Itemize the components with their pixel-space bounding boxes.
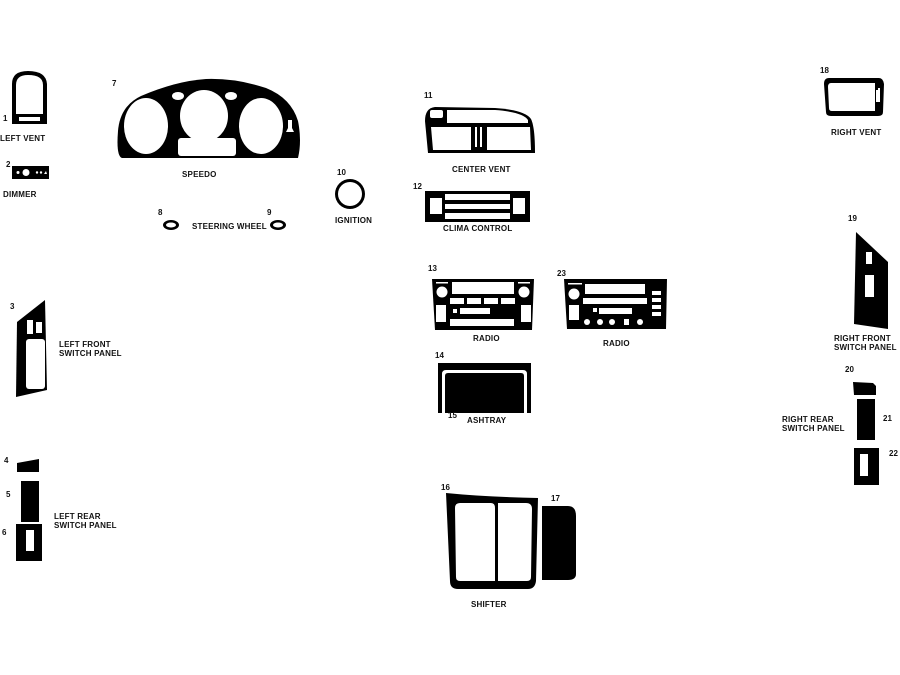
label-speedo: SPEEDO <box>182 170 217 179</box>
part-number-10: 10 <box>337 168 346 177</box>
part-number-19: 19 <box>848 214 857 223</box>
label-left-vent: LEFT VENT <box>0 134 46 143</box>
part-left-rear-top <box>17 459 39 472</box>
part-right-rear-bottom <box>854 448 879 485</box>
part-number-14: 14 <box>435 351 444 360</box>
part-steering-wheel-left <box>163 220 179 230</box>
label-center-vent: CENTER VENT <box>452 165 511 174</box>
part-left-front-switch-panel <box>16 300 47 397</box>
part-center-vent <box>425 107 535 153</box>
part-right-rear-middle <box>857 399 875 440</box>
part-shifter-side <box>542 506 576 580</box>
part-left-vent <box>12 71 47 124</box>
part-ashtray <box>438 363 531 413</box>
part-right-rear-top <box>853 382 876 395</box>
part-number-23: 23 <box>557 269 566 278</box>
label-right-rear-2: SWITCH PANEL <box>782 424 845 433</box>
part-shifter <box>446 493 538 589</box>
label-radio-23: RADIO <box>603 339 630 348</box>
label-ashtray: ASHTRAY <box>467 416 507 425</box>
part-number-4: 4 <box>4 456 9 465</box>
label-right-front-1: RIGHT FRONT <box>834 334 891 343</box>
part-number-11: 11 <box>424 91 433 100</box>
label-right-rear-1: RIGHT REAR <box>782 415 834 424</box>
label-left-front-2: SWITCH PANEL <box>59 349 122 358</box>
part-number-16: 16 <box>441 483 450 492</box>
part-number-17: 17 <box>551 494 560 503</box>
label-steering-wheel: STEERING WHEEL <box>192 222 267 231</box>
label-left-rear-2: SWITCH PANEL <box>54 521 117 530</box>
label-dimmer: DIMMER <box>3 190 37 199</box>
label-ignition: IGNITION <box>335 216 373 225</box>
part-number-1: 1 <box>3 114 8 123</box>
part-number-22: 22 <box>889 449 898 458</box>
part-number-8: 8 <box>158 208 163 217</box>
part-number-3: 3 <box>10 302 15 311</box>
part-clima-control <box>425 191 530 222</box>
part-right-front-switch-panel <box>854 232 888 329</box>
part-number-18: 18 <box>820 66 829 75</box>
part-number-13: 13 <box>428 264 437 273</box>
part-ignition <box>335 179 365 209</box>
label-left-rear-1: LEFT REAR <box>54 512 101 521</box>
label-radio-13: RADIO <box>473 334 500 343</box>
part-right-vent <box>824 78 884 116</box>
part-number-20: 20 <box>845 365 854 374</box>
part-number-5: 5 <box>6 490 11 499</box>
part-number-21: 21 <box>883 414 892 423</box>
label-right-front-2: SWITCH PANEL <box>834 343 897 352</box>
label-right-vent: RIGHT VENT <box>831 128 882 137</box>
label-shifter: SHIFTER <box>471 600 507 609</box>
part-steering-wheel-right <box>270 220 286 230</box>
part-number-2: 2 <box>6 160 11 169</box>
part-number-9: 9 <box>267 208 272 217</box>
part-left-rear-middle <box>21 481 39 522</box>
label-left-front-1: LEFT FRONT <box>59 340 111 349</box>
part-dimmer <box>12 166 49 179</box>
part-left-rear-bottom <box>16 524 42 561</box>
part-number-7: 7 <box>112 79 117 88</box>
part-number-12: 12 <box>413 182 422 191</box>
part-number-6: 6 <box>2 528 7 537</box>
part-radio-13 <box>432 279 534 330</box>
part-number-15: 15 <box>448 411 457 420</box>
part-radio-23 <box>564 279 667 329</box>
part-speedo <box>117 78 300 158</box>
label-clima-control: CLIMA CONTROL <box>443 224 513 233</box>
